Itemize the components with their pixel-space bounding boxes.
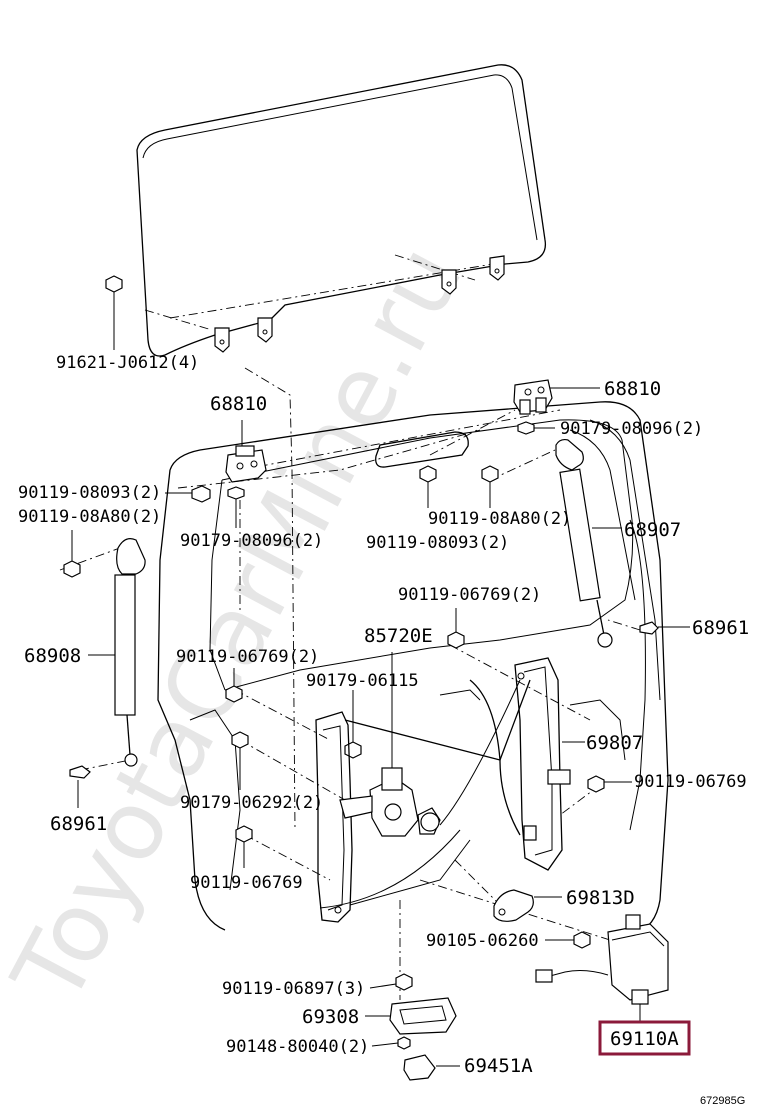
label-68961-left: 68961: [50, 813, 107, 835]
label-90119-06769-bottom: 90119-06769: [190, 873, 303, 893]
actuator-69110A: [535, 914, 669, 1022]
hinge-68810-right: [513, 379, 600, 415]
stopper-68961-right: [639, 621, 690, 635]
label-90119-06769-top: 90119-06769(2): [398, 585, 541, 605]
label-69110A: 69110A: [610, 1028, 679, 1050]
handle-69308: [365, 997, 457, 1035]
label-90119-08093-mid: 90119-08093(2): [366, 533, 509, 553]
motor-85720E: [339, 652, 441, 837]
back-door-panel: [157, 401, 669, 936]
label-90119-08A80-left: 90119-08A80(2): [18, 507, 161, 527]
label-68810-left: 68810: [210, 393, 267, 415]
label-90179-06292: 90179-06292(2): [180, 793, 323, 813]
label-91621: 91621-J0612(4): [56, 353, 199, 373]
label-90179-06115: 90179-06115: [306, 671, 419, 691]
highlight-box-69110A: [598, 1020, 691, 1056]
cap-69451A: [403, 1054, 460, 1081]
label-68961-right: 68961: [692, 617, 749, 639]
stopper-68961-left: [69, 765, 91, 808]
bolt-91621: [105, 275, 123, 350]
label-90119-06897: 90119-06897(3): [222, 979, 365, 999]
regulator-69807: [315, 657, 585, 923]
strut-68907: [555, 438, 622, 648]
fasteners: [63, 421, 632, 1050]
label-69451A: 69451A: [464, 1055, 533, 1077]
label-90179-08096-left: 90179-08096(2): [180, 531, 323, 551]
label-69813D: 69813D: [566, 887, 635, 909]
label-90119-08093-left: 90119-08093(2): [18, 483, 161, 503]
strut-68908: [88, 538, 146, 767]
label-90119-06769-right: 90119-06769: [634, 772, 747, 792]
label-68810-right: 68810: [604, 378, 661, 400]
lever-69813D: [493, 889, 562, 922]
label-68908: 68908: [24, 645, 81, 667]
figure-code: 672985G: [700, 1095, 745, 1107]
label-68907: 68907: [624, 519, 681, 541]
back-door-glass: [136, 64, 547, 357]
label-69308: 69308: [302, 1006, 359, 1028]
label-69807: 69807: [586, 732, 643, 754]
label-90105-06260: 90105-06260: [426, 931, 539, 951]
label-90119-08A80-mid: 90119-08A80(2): [428, 509, 571, 529]
label-90179-08096-right: 90179-08096(2): [560, 419, 703, 439]
label-85720E: 85720E: [364, 625, 433, 647]
hinge-68810-left: [225, 420, 267, 483]
label-90148-80040: 90148-80040(2): [226, 1037, 369, 1057]
label-90119-06769-left: 90119-06769(2): [176, 647, 319, 667]
